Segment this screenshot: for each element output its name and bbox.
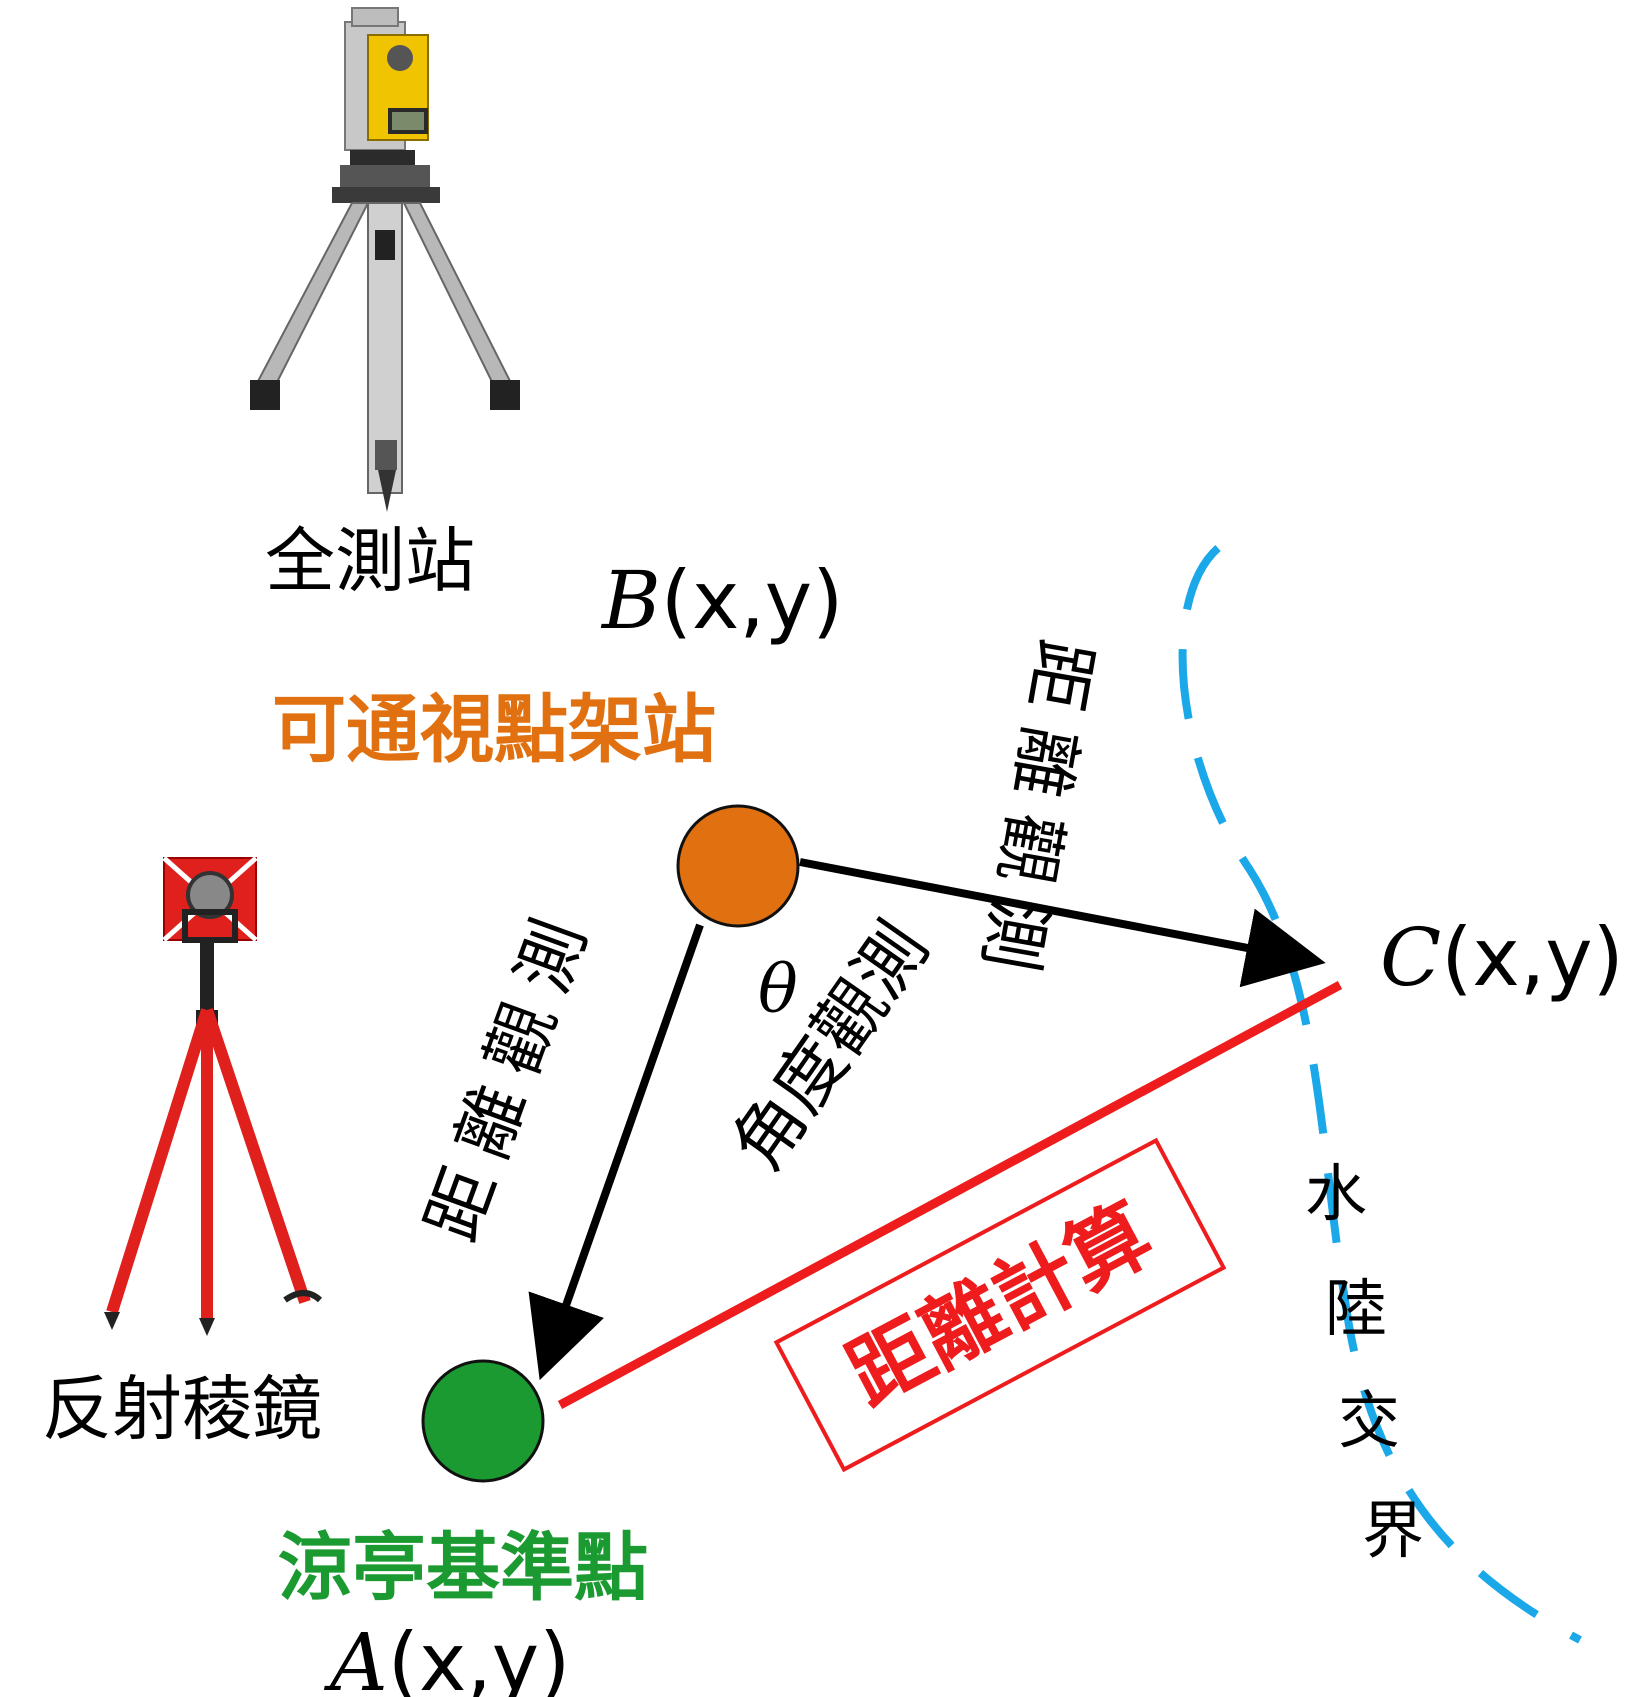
boundary-line bbox=[1178, 545, 1582, 1644]
boundary-label: 水 陸 交 界 bbox=[1305, 1157, 1424, 1567]
boundary-label-char-1: 水 bbox=[1305, 1157, 1367, 1230]
point-c-coordinate: C(x,y) bbox=[1380, 911, 1624, 1004]
point-a-label: 涼亭基準點 bbox=[278, 1525, 648, 1611]
angle-obs-label: 角度觀測 bbox=[716, 908, 944, 1184]
point-a-coordinate: A(x,y) bbox=[323, 1616, 570, 1697]
point-b-label: 可通視點架站 bbox=[272, 687, 716, 773]
distance-obs-ba-label: 距離觀測 bbox=[411, 892, 608, 1251]
angle-symbol: θ bbox=[758, 951, 798, 1028]
distance-obs-bc-label: 距離觀測 bbox=[965, 634, 1107, 995]
arrow-b-to-c bbox=[799, 858, 1326, 988]
point-b-marker bbox=[676, 804, 800, 928]
boundary-label-char-3: 交 bbox=[1338, 1384, 1400, 1457]
distance-calc-box: 距離計算 bbox=[773, 1137, 1227, 1473]
total-station-icon bbox=[250, 7, 520, 512]
boundary-label-char-4: 界 bbox=[1362, 1494, 1424, 1567]
boundary-label-char-2: 陸 bbox=[1325, 1272, 1387, 1345]
prism-label: 反射稜鏡 bbox=[42, 1368, 322, 1450]
prism-icon bbox=[104, 856, 323, 1336]
total-station-label: 全測站 bbox=[265, 520, 475, 602]
arrow-b-to-a bbox=[528, 923, 704, 1381]
point-b-coordinate: B(x,y) bbox=[600, 554, 843, 647]
point-a-marker bbox=[421, 1359, 545, 1483]
distance-calc-line bbox=[557, 981, 1343, 1409]
